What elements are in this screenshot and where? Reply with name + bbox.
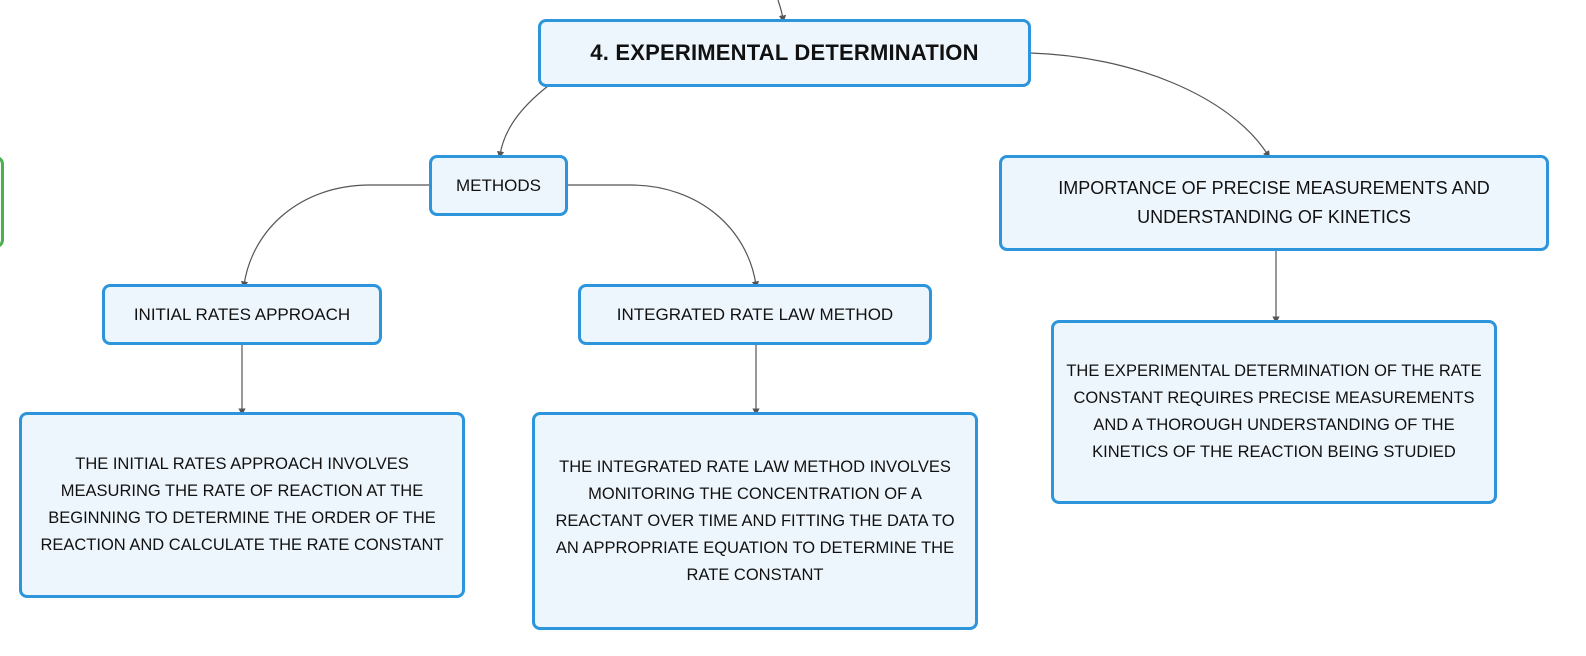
connector-methods-to-initial-rates [240, 184, 430, 289]
integrated-rate-node-label: INTEGRATED RATE LAW METHOD [616, 304, 894, 324]
importance-node-label: IMPORTANCE OF PRECISE MEASUREMENTS AND U… [1058, 178, 1490, 227]
connector-methods-to-integrated-rate [567, 184, 760, 289]
initial-rates-detail-text: THE INITIAL RATES APPROACH INVOLVES MEAS… [40, 455, 444, 554]
connector-root-to-methods [497, 85, 549, 159]
initial-rates-node-label: INITIAL RATES APPROACH [133, 304, 351, 324]
integrated-rate-node[interactable]: INTEGRATED RATE LAW METHOD [578, 284, 932, 345]
integrated-rate-detail-text: THE INTEGRATED RATE LAW METHOD INVOLVES … [555, 457, 955, 584]
root-node[interactable]: 4. EXPERIMENTAL DETERMINATION [538, 19, 1031, 87]
connector-parent-to-root [777, 0, 787, 23]
importance-detail-text: THE EXPERIMENTAL DETERMINATION OF THE RA… [1066, 362, 1482, 461]
importance-detail-node[interactable]: THE EXPERIMENTAL DETERMINATION OF THE RA… [1051, 320, 1497, 504]
root-node-label: 4. EXPERIMENTAL DETERMINATION [590, 40, 979, 65]
integrated-rate-detail-node[interactable]: THE INTEGRATED RATE LAW METHOD INVOLVES … [532, 412, 978, 630]
methods-node-label: METHODS [456, 175, 541, 195]
offscreen-sibling-node[interactable] [0, 156, 4, 248]
initial-rates-detail-node[interactable]: THE INITIAL RATES APPROACH INVOLVES MEAS… [19, 412, 465, 598]
importance-node[interactable]: IMPORTANCE OF PRECISE MEASUREMENTS AND U… [999, 155, 1549, 251]
initial-rates-node[interactable]: INITIAL RATES APPROACH [102, 284, 382, 345]
methods-node[interactable]: METHODS [429, 155, 568, 216]
connector-root-to-importance [1029, 52, 1270, 159]
